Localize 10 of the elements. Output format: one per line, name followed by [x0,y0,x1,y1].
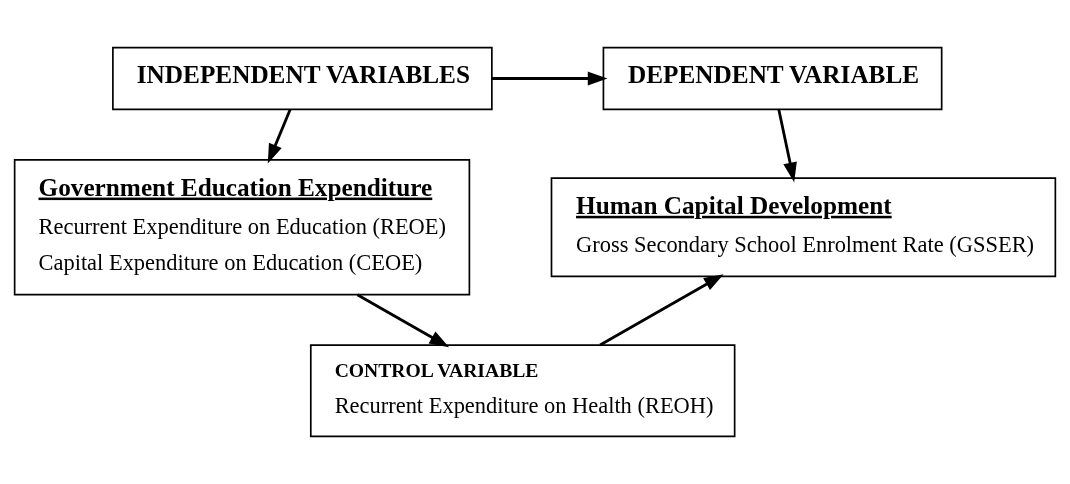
node-box: Human Capital Development Gross Secondary School Enrolment Rate (GSSER) [550,177,1057,278]
node-box: CONTROL VARIABLE Recurrent Expenditure on Health (REOH) [309,344,736,438]
arrow [356,293,450,348]
arrow [267,108,292,164]
node-box: DEPENDENT VARIABLE [602,46,943,111]
arrow [777,109,797,183]
arrow [599,274,724,347]
node-box: INDEPENDENT VARIABLES [112,46,493,111]
arrow [492,71,608,86]
node-box: Government Education Expenditure Recurrent Expenditure on Education (REOE) Capital Expenditure on Education (CEOE) [13,159,471,296]
